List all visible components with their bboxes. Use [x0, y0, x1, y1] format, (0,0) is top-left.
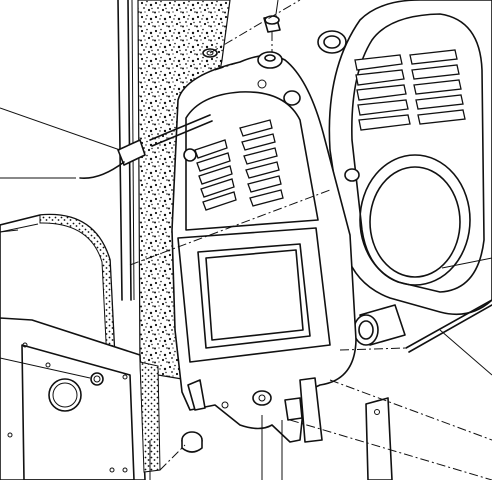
rear-boiler-section	[317, 0, 492, 346]
tie-rod	[405, 299, 492, 353]
front-boiler-section	[171, 51, 360, 443]
alignment-lines	[129, 0, 492, 480]
front-cover-plate	[0, 317, 161, 480]
drain-plug	[181, 431, 203, 453]
sensor-probe	[79, 114, 213, 179]
bracket-plate	[365, 397, 393, 480]
